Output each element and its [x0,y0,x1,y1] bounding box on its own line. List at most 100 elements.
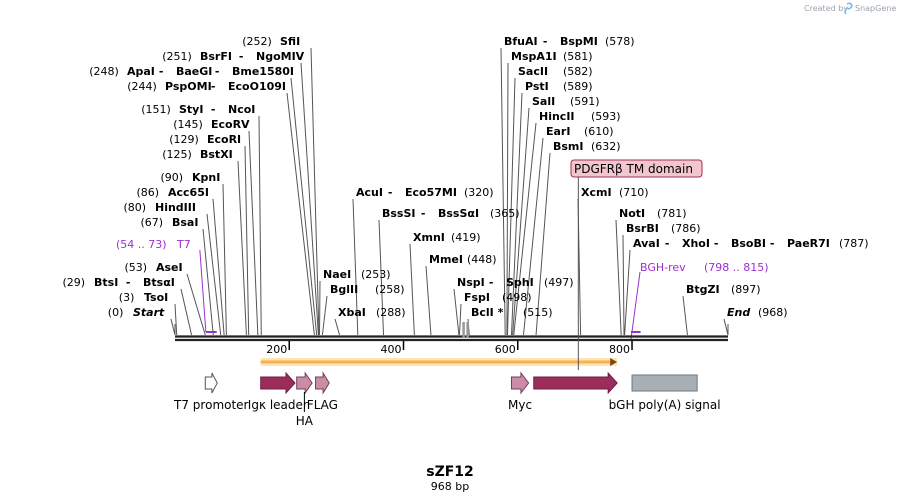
site-name: XmnI [413,231,445,244]
site-name: PaeR7I [787,237,830,250]
site-position: (781) [657,207,687,220]
tick-label: 800 [609,343,630,356]
callout-box[interactable] [570,159,703,178]
callout-label: PDGFRβ TM domain [574,162,693,176]
site-separator: - [417,207,429,220]
sequence-length: 968 bp [431,480,469,493]
site-position: (248) [89,65,122,78]
site-position: (244) [127,80,160,93]
site-leader-line [378,219,385,336]
methylation-marker [466,322,469,338]
site-position: (145) [173,118,206,131]
site-name: BssSαI [438,207,479,220]
site-position: (125) [162,148,195,161]
tick-label: 600 [495,343,516,356]
site-leader-line [535,152,551,336]
site-position: (448) [467,253,497,266]
site-name: MspA1I [511,50,557,63]
callout-layer: PDGFRβ TM domain [570,159,703,370]
site-separator: - [539,35,551,48]
site-position: (251) [162,50,195,63]
site-name: NspI [457,276,485,289]
site-position: (787) [839,237,869,250]
site-position: (968) [758,306,788,319]
site-leader-line [202,228,214,336]
site-position: (610) [584,125,614,138]
site-leader-line [506,62,509,336]
feature-arrow[interactable] [260,371,296,395]
site-leader-line [512,107,530,336]
site-name: NcoI [228,103,255,116]
site-name: BtsαI [143,276,175,289]
site-name: SphI [506,276,534,289]
site-name: BtgZI [686,283,720,296]
brand-name: SnapGene [855,4,896,13]
site-separator: - [207,103,219,116]
site-name: BsoBI [731,237,766,250]
site-name: EarI [546,125,570,138]
site-name: Start [133,306,165,319]
site-position: (578) [605,35,635,48]
site-leader-line [506,77,516,336]
primer-name: BGH-rev [640,261,686,274]
site-name: BglII [330,283,358,296]
site-position: (365) [490,207,520,220]
site-position: (632) [591,140,621,153]
site-position: (80) [124,201,150,214]
site-position: (258) [375,283,405,296]
site-position: (589) [563,80,593,93]
site-name: BstXI [200,148,233,161]
site-position: (419) [451,231,481,244]
site-name: ApaI [127,65,155,78]
site-position: (786) [671,222,701,235]
site-position: (90) [161,171,187,184]
orf-arrowhead [610,358,618,366]
orf-layer [260,358,618,366]
site-name: EcoO109I [228,80,286,93]
feature-arrow[interactable] [204,372,218,394]
feature-label: Igκ leader [248,398,308,412]
site-leader-line [290,77,318,336]
site-name: AvaI [633,237,660,250]
feature-arrow[interactable] [533,371,618,395]
site-position: (288) [376,306,406,319]
feature-box[interactable] [631,374,698,392]
site-leader-line [180,288,193,336]
feature-arrow[interactable] [296,371,313,395]
site-leader-line [425,265,432,336]
site-separator: - [235,50,247,63]
site-name: PspOMI [165,80,212,93]
site-name: XbaI [338,306,366,319]
site-leader-line [510,92,523,336]
feature-label: bGH poly(A) signal [609,398,721,412]
site-name: SalI [532,95,555,108]
primer-leader [630,271,641,341]
site-position: (252) [242,35,275,48]
site-name: StyI [179,103,203,116]
site-name: SacII [518,65,548,78]
site-leader-line [300,62,319,336]
site-name: BsaI [172,216,198,229]
site-name: BclI * [471,306,504,319]
methylation-marker [462,322,465,338]
primer-range: (54 .. 73) [116,238,167,251]
site-position: (67) [141,216,167,229]
feature-label: FLAG [307,398,338,412]
site-position: (0) [108,306,127,319]
site-position: (582) [563,65,593,78]
site-name: MmeI [429,253,463,266]
feature-arrow[interactable] [510,371,530,395]
feature-arrow[interactable] [315,371,330,395]
feature-label: T7 promoter [173,398,249,412]
site-name: BspMI [560,35,598,48]
site-position: (3) [119,291,138,304]
primer-leader [199,249,207,333]
site-position: (320) [464,186,494,199]
site-position: (29) [63,276,89,289]
site-name: HindIII [155,201,196,214]
site-name: BssSI [382,207,416,220]
site-leader-line [286,92,315,336]
snapgene-logo-icon [844,2,853,15]
